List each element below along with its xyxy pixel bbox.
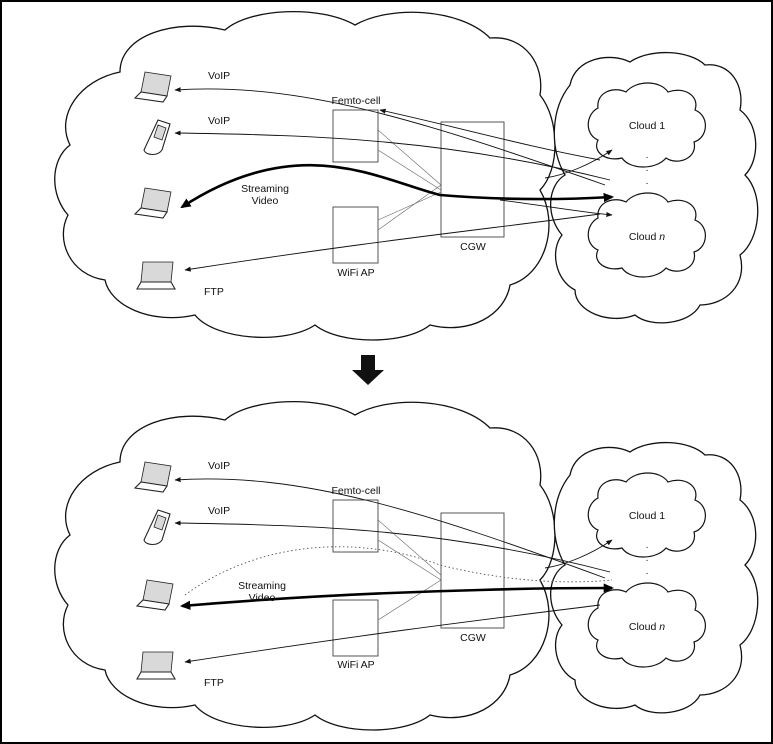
cgw-box [440, 121, 505, 238]
access-network-cloud [54, 401, 556, 731]
streaming-video-flow [180, 163, 615, 209]
femto-cgw-link [377, 519, 442, 576]
flow-label-voip: VoIP [208, 505, 230, 517]
cloud-n-label: Cloud n [629, 621, 665, 633]
panel-before: Cloud 1 Cloud n · · · Femto-cell WiFi AP… [54, 11, 759, 341]
voip-flow-phone [174, 130, 611, 181]
ftp-flow [184, 604, 601, 664]
down-arrow-icon [352, 355, 384, 385]
femto-cell-label: Femto-cell [331, 485, 380, 497]
wifi-ap-label: WiFi AP [337, 267, 374, 279]
cloud1-arrow [379, 108, 601, 161]
voip-flow-laptop [174, 87, 606, 186]
wifi-ap-label: WiFi AP [337, 659, 374, 671]
voip-flow-laptop [174, 477, 606, 579]
cloud-n-label: Cloud n [629, 231, 665, 243]
voip-flow-phone [174, 520, 611, 573]
flow-label-voip: VoIP [208, 460, 230, 472]
cloud-n [587, 192, 706, 278]
wifi-ap-box [332, 206, 379, 264]
femto-cgw-link [377, 149, 442, 191]
access-network-cloud [54, 11, 556, 341]
flow-label-video: Video [252, 195, 279, 207]
cloud-ellipsis-dot: · [645, 165, 648, 176]
cloud-1-label: Cloud 1 [629, 510, 665, 522]
previous-streaming-path [184, 546, 613, 596]
cloud-ellipsis-dot: · [645, 152, 648, 163]
laptop-icon [136, 261, 176, 290]
femto-cgw-link [377, 129, 442, 186]
flow-label-voip: VoIP [208, 70, 230, 82]
wifi-ap-box [332, 599, 379, 657]
flow-label-ftp: FTP [204, 286, 224, 298]
cloud-ellipsis-dot: · [645, 542, 648, 553]
cgw-label: CGW [460, 632, 486, 644]
cgw-label: CGW [460, 241, 486, 253]
cloud-ellipsis-dot: · [645, 568, 648, 579]
phone-icon [143, 119, 171, 156]
cloud-1 [587, 82, 706, 168]
flow-label-ftp: FTP [204, 677, 224, 689]
cloud1-arrow [544, 539, 613, 569]
flow-label-streaming: Streaming [238, 580, 286, 592]
laptop-icon [133, 187, 172, 219]
cloud-1 [587, 472, 706, 558]
streaming-video-flow [179, 583, 615, 610]
cloud1-arrow [544, 149, 613, 179]
femto-cell-label: Femto-cell [331, 95, 380, 107]
phone-icon [143, 509, 171, 546]
femto-cell-box [332, 499, 379, 553]
femto-cgw-link [377, 539, 442, 581]
laptop-icon [135, 579, 174, 611]
femto-cell-box [332, 109, 379, 163]
laptop-icon [133, 461, 172, 493]
laptop-icon [136, 651, 176, 680]
cloud-ellipsis-dot: · [645, 555, 648, 566]
flow-label-streaming: Streaming [241, 183, 289, 195]
cgw-box [440, 512, 505, 629]
cloud-1-label: Cloud 1 [629, 120, 665, 132]
laptop-icon [133, 71, 172, 103]
panel-after: Cloud 1 Cloud n · · · Femto-cell WiFi AP… [54, 401, 759, 731]
flow-label-voip: VoIP [208, 115, 230, 127]
flow-label-video: Video [249, 592, 276, 604]
cloud-n [587, 582, 706, 668]
cloud-ellipsis-dot: · [645, 178, 648, 189]
ftp-flow [184, 213, 601, 272]
